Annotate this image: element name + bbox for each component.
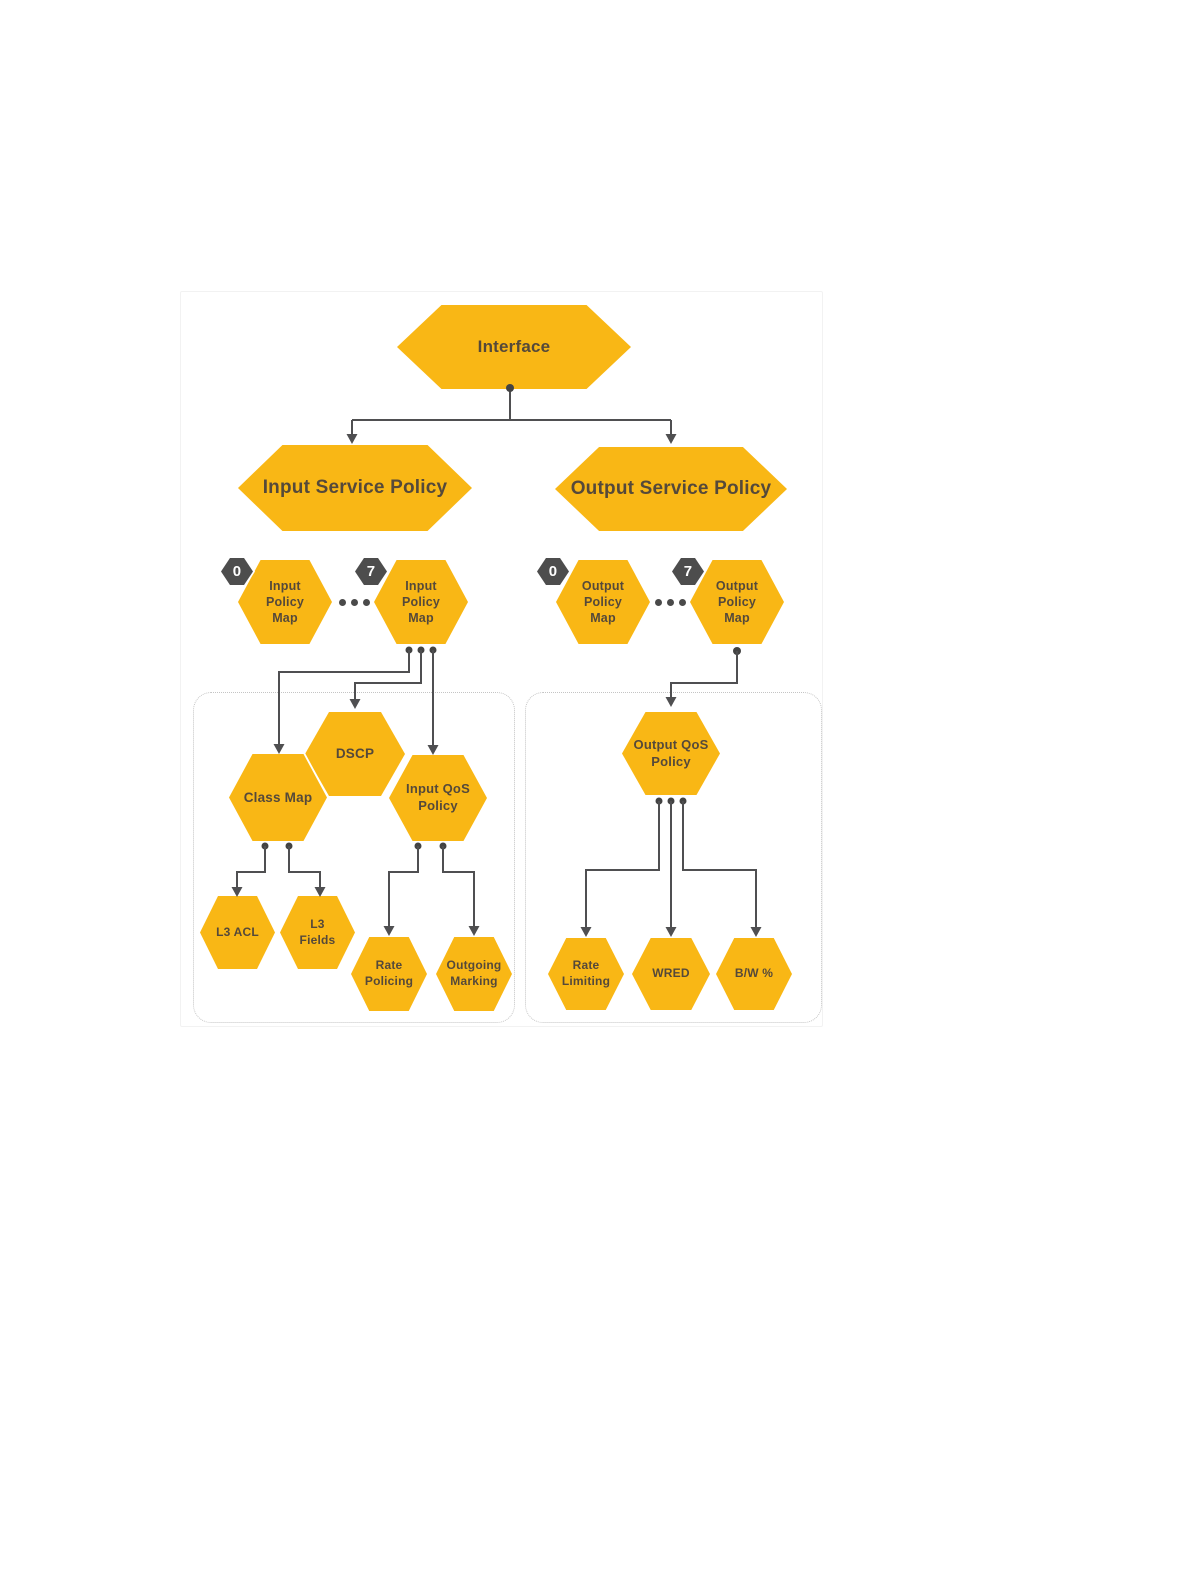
node-label: Output Policy Map	[581, 578, 625, 626]
hexagon-fill	[238, 560, 332, 644]
node-label: Interface	[477, 336, 551, 356]
hexagon-fill	[436, 937, 512, 1011]
hexagon-fill	[389, 755, 487, 841]
hexagon-fill	[690, 560, 784, 644]
node-label: Rate Policing	[364, 958, 414, 988]
node-rate-policing: Rate Policing	[349, 935, 429, 1013]
node-label: Input Policy Map	[265, 578, 305, 626]
ellipsis-icon	[655, 599, 686, 606]
badge-output-policy-map-7: 7	[670, 556, 706, 587]
node-input-qos-policy: Input QoS Policy	[387, 753, 489, 843]
badge-number: 7	[683, 563, 693, 580]
node-label: Outgoing Marking	[446, 958, 502, 988]
node-input-policy-map-0: Input Policy Map	[236, 558, 334, 646]
node-label: WRED	[652, 966, 690, 981]
node-label: L3 ACL	[216, 924, 259, 939]
node-input-service-policy: Input Service Policy	[236, 443, 474, 533]
hexagon-fill	[632, 938, 710, 1010]
node-input-policy-map-7: Input Policy Map	[372, 558, 470, 646]
badge-output-policy-map-0: 0	[535, 556, 571, 587]
hexagon-fill	[716, 938, 792, 1010]
node-label: B/W %	[734, 966, 774, 981]
node-label: Output Service Policy	[570, 477, 772, 499]
hexagon-fill	[556, 560, 650, 644]
hexagon-fill	[622, 712, 720, 795]
node-output-qos-policy: Output QoS Policy	[620, 710, 722, 797]
node-label: Rate Limiting	[561, 958, 611, 988]
badge-number: 0	[548, 563, 558, 580]
hexagon-fill	[397, 305, 631, 389]
node-label: DSCP	[335, 746, 375, 762]
node-bw-percent: B/W %	[714, 936, 794, 1012]
node-l3-acl: L3 ACL	[198, 894, 277, 971]
node-l3-fields: L3 Fields	[278, 894, 357, 971]
node-class-map: Class Map	[227, 752, 329, 843]
node-label: Output QoS Policy	[633, 736, 709, 769]
node-label: Input Policy Map	[401, 578, 441, 626]
hexagon-fill	[555, 447, 787, 531]
node-output-policy-map-7: Output Policy Map	[688, 558, 786, 646]
hexagon-fill	[229, 754, 327, 841]
node-rate-limiting: Rate Limiting	[546, 936, 626, 1012]
badge-number: 0	[232, 563, 242, 580]
node-label: Input QoS Policy	[406, 781, 470, 813]
hexagon-fill	[238, 445, 472, 531]
badge-input-policy-map-7: 7	[353, 556, 389, 587]
diagram-image-bounds	[180, 291, 823, 1027]
hexagon-fill	[200, 896, 275, 969]
badge-number: 7	[366, 563, 376, 580]
hexagon-fill	[548, 938, 624, 1010]
node-label: Input Service Policy	[262, 476, 448, 498]
hexagon-fill	[374, 560, 468, 644]
hexagon-fill	[280, 896, 355, 969]
node-wred: WRED	[630, 936, 712, 1012]
badge-input-policy-map-0: 0	[219, 556, 255, 587]
hexagon-fill	[351, 937, 427, 1011]
ellipsis-icon	[339, 599, 370, 606]
node-outgoing-marking: Outgoing Marking	[434, 935, 514, 1013]
node-label: Output Policy Map	[715, 578, 759, 626]
node-interface: Interface	[395, 303, 633, 391]
node-output-service-policy: Output Service Policy	[553, 445, 789, 533]
node-label: Class Map	[243, 789, 313, 805]
node-output-policy-map-0: Output Policy Map	[554, 558, 652, 646]
node-label: L3 Fields	[299, 916, 336, 947]
